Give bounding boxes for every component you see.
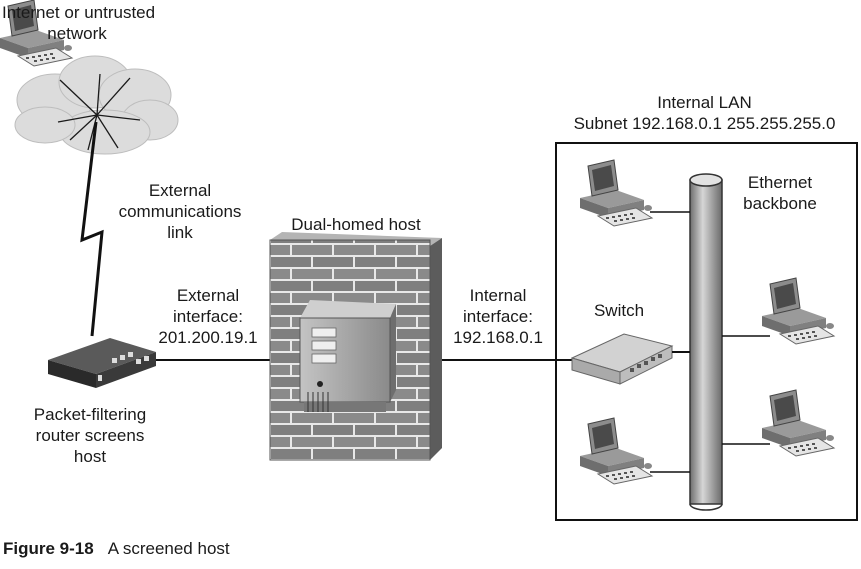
pc-connection-lines xyxy=(650,211,770,473)
lan-boundary xyxy=(555,142,858,521)
switch-label: Switch xyxy=(593,301,645,320)
lightning-link-icon xyxy=(80,121,104,337)
ethernet-backbone-label: Ethernet backbone xyxy=(743,173,817,213)
lan-label: Internal LAN Subnet 192.168.0.1 255.255.… xyxy=(573,93,836,133)
dual-homed-host-label: Dual-homed host xyxy=(291,215,421,234)
router-icon xyxy=(48,338,156,388)
computer-icon xyxy=(0,0,74,67)
server-icon xyxy=(299,300,396,412)
figure-title: A screened host xyxy=(107,539,230,558)
figure-caption: Figure 9-18 A screened host xyxy=(3,539,230,559)
ethernet-backbone-icon xyxy=(689,173,723,511)
figure-number: Figure 9-18 xyxy=(3,539,94,558)
external-interface-label: External interface: 201.200.19.1 xyxy=(158,286,258,347)
internal-interface-label: Internal interface: 192.168.0.1 xyxy=(453,286,543,347)
router-label: Packet-filtering router screens host xyxy=(33,405,147,466)
cloud-icon xyxy=(14,55,179,155)
internet-label: Internet or untrusted network xyxy=(2,3,156,43)
external-link-label: External communications link xyxy=(118,181,242,242)
switch-icon xyxy=(570,333,674,385)
